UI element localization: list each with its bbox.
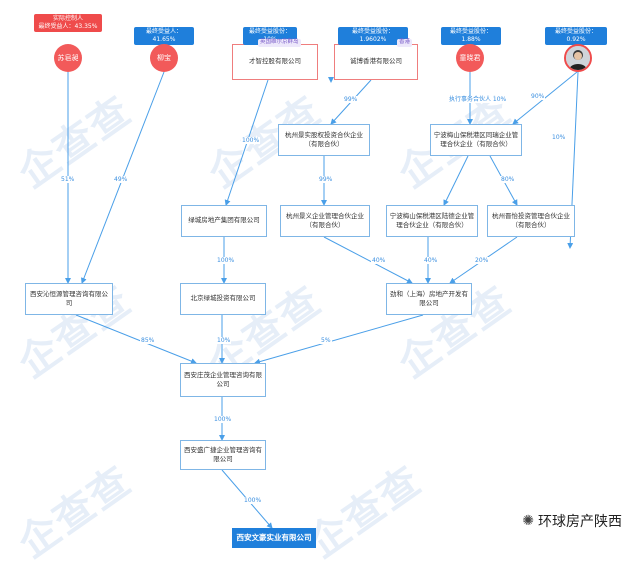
- edge-label: 执行事务合伙人 10%: [448, 96, 508, 104]
- avatar-portrait-icon: [566, 46, 590, 70]
- company-node-xazhuangmao[interactable]: 西安庄茂企业管理咨询有限公司: [180, 363, 266, 397]
- edge-line: [254, 314, 424, 365]
- edge-label: 100%: [243, 497, 263, 505]
- person-avatar[interactable]: [564, 44, 592, 72]
- company-node-xaqinheng[interactable]: 西安沁恒源管理咨询有限公司: [25, 283, 113, 315]
- person-badge-tongxiaojun: 最终受益股份：1.88%: [441, 27, 501, 45]
- person-node-suzhaohui[interactable]: 苏皂昶: [54, 44, 82, 72]
- edge-line: [323, 236, 413, 284]
- company-region-tag: 英国维尔京群岛: [258, 39, 301, 47]
- edge-label: 20%: [474, 257, 490, 265]
- ownership-edges: [65, 71, 579, 529]
- edge-label: 99%: [343, 96, 359, 104]
- edge-label: 10%: [216, 337, 232, 345]
- edge-line: [75, 314, 197, 364]
- company-node-hzjingshi[interactable]: 杭州景实股权投资合伙企业（有限合伙）: [278, 124, 370, 156]
- company-node-lvcheng[interactable]: 绿城房地产集团有限公司: [181, 205, 267, 237]
- wechat-icon: ✺: [522, 513, 534, 529]
- company-node-jinhe[interactable]: 劲和（上海）房地产开发有限公司: [386, 283, 472, 315]
- company-region-tag: 香港: [397, 39, 413, 47]
- company-node-xasheng[interactable]: 西安盛广捷企业管理咨询有限公司: [180, 440, 266, 470]
- edge-label: 90%: [530, 93, 546, 101]
- person-node-tongxiaojun[interactable]: 童晓君: [456, 44, 484, 72]
- edge-label: 40%: [423, 257, 439, 265]
- edge-label: 100%: [241, 137, 261, 145]
- edge-label: 80%: [500, 176, 516, 184]
- person-badge-wangzh: 最终受益股份：0.92%: [545, 27, 607, 45]
- company-node-nbtangde[interactable]: 宁波梅山保税港区陆德企业管理合伙企业（有限合伙）: [386, 205, 478, 237]
- company-node-hzyuyi[interactable]: 杭州晋怡投资管理合伙企业（有限合伙）: [487, 205, 575, 237]
- edge-label: 51%: [60, 176, 76, 184]
- company-node-chengbo[interactable]: 诚博香港有限公司: [334, 44, 418, 80]
- company-node-caizhi[interactable]: 才智控股有限公司: [232, 44, 318, 80]
- edge-label: 40%: [371, 257, 387, 265]
- edge-line: [443, 155, 469, 206]
- brand-signature: ✺ 环球房产陕西: [522, 513, 622, 530]
- person-badge-liubao: 最终受益人：41.65%: [134, 27, 194, 45]
- edge-label: 85%: [140, 337, 156, 345]
- edge-label: 100%: [216, 257, 236, 265]
- edge-label: 100%: [213, 416, 233, 424]
- company-node-hzjingyi[interactable]: 杭州景义企业管理合伙企业（有限合伙）: [280, 205, 370, 237]
- company-node-bjlvcheng[interactable]: 北京绿城投资有限公司: [180, 283, 266, 315]
- person-node-liubao[interactable]: 柳宝: [150, 44, 178, 72]
- edge-label: 5%: [320, 337, 332, 345]
- person-badge-suzhaohui: 实际控制人 最终受益人：43.35%: [34, 14, 102, 32]
- edge-label: 10%: [551, 134, 567, 142]
- company-node-target[interactable]: 西安文豪实业有限公司: [232, 528, 316, 548]
- edge-label: 99%: [318, 176, 334, 184]
- company-badge-chengbo: 最终受益股份：1.9602%: [338, 27, 408, 45]
- edge-label: 49%: [113, 176, 129, 184]
- company-node-nbmeishan[interactable]: 宁波梅山保税港区同瑞企业管理合伙企业（有限合伙）: [430, 124, 522, 156]
